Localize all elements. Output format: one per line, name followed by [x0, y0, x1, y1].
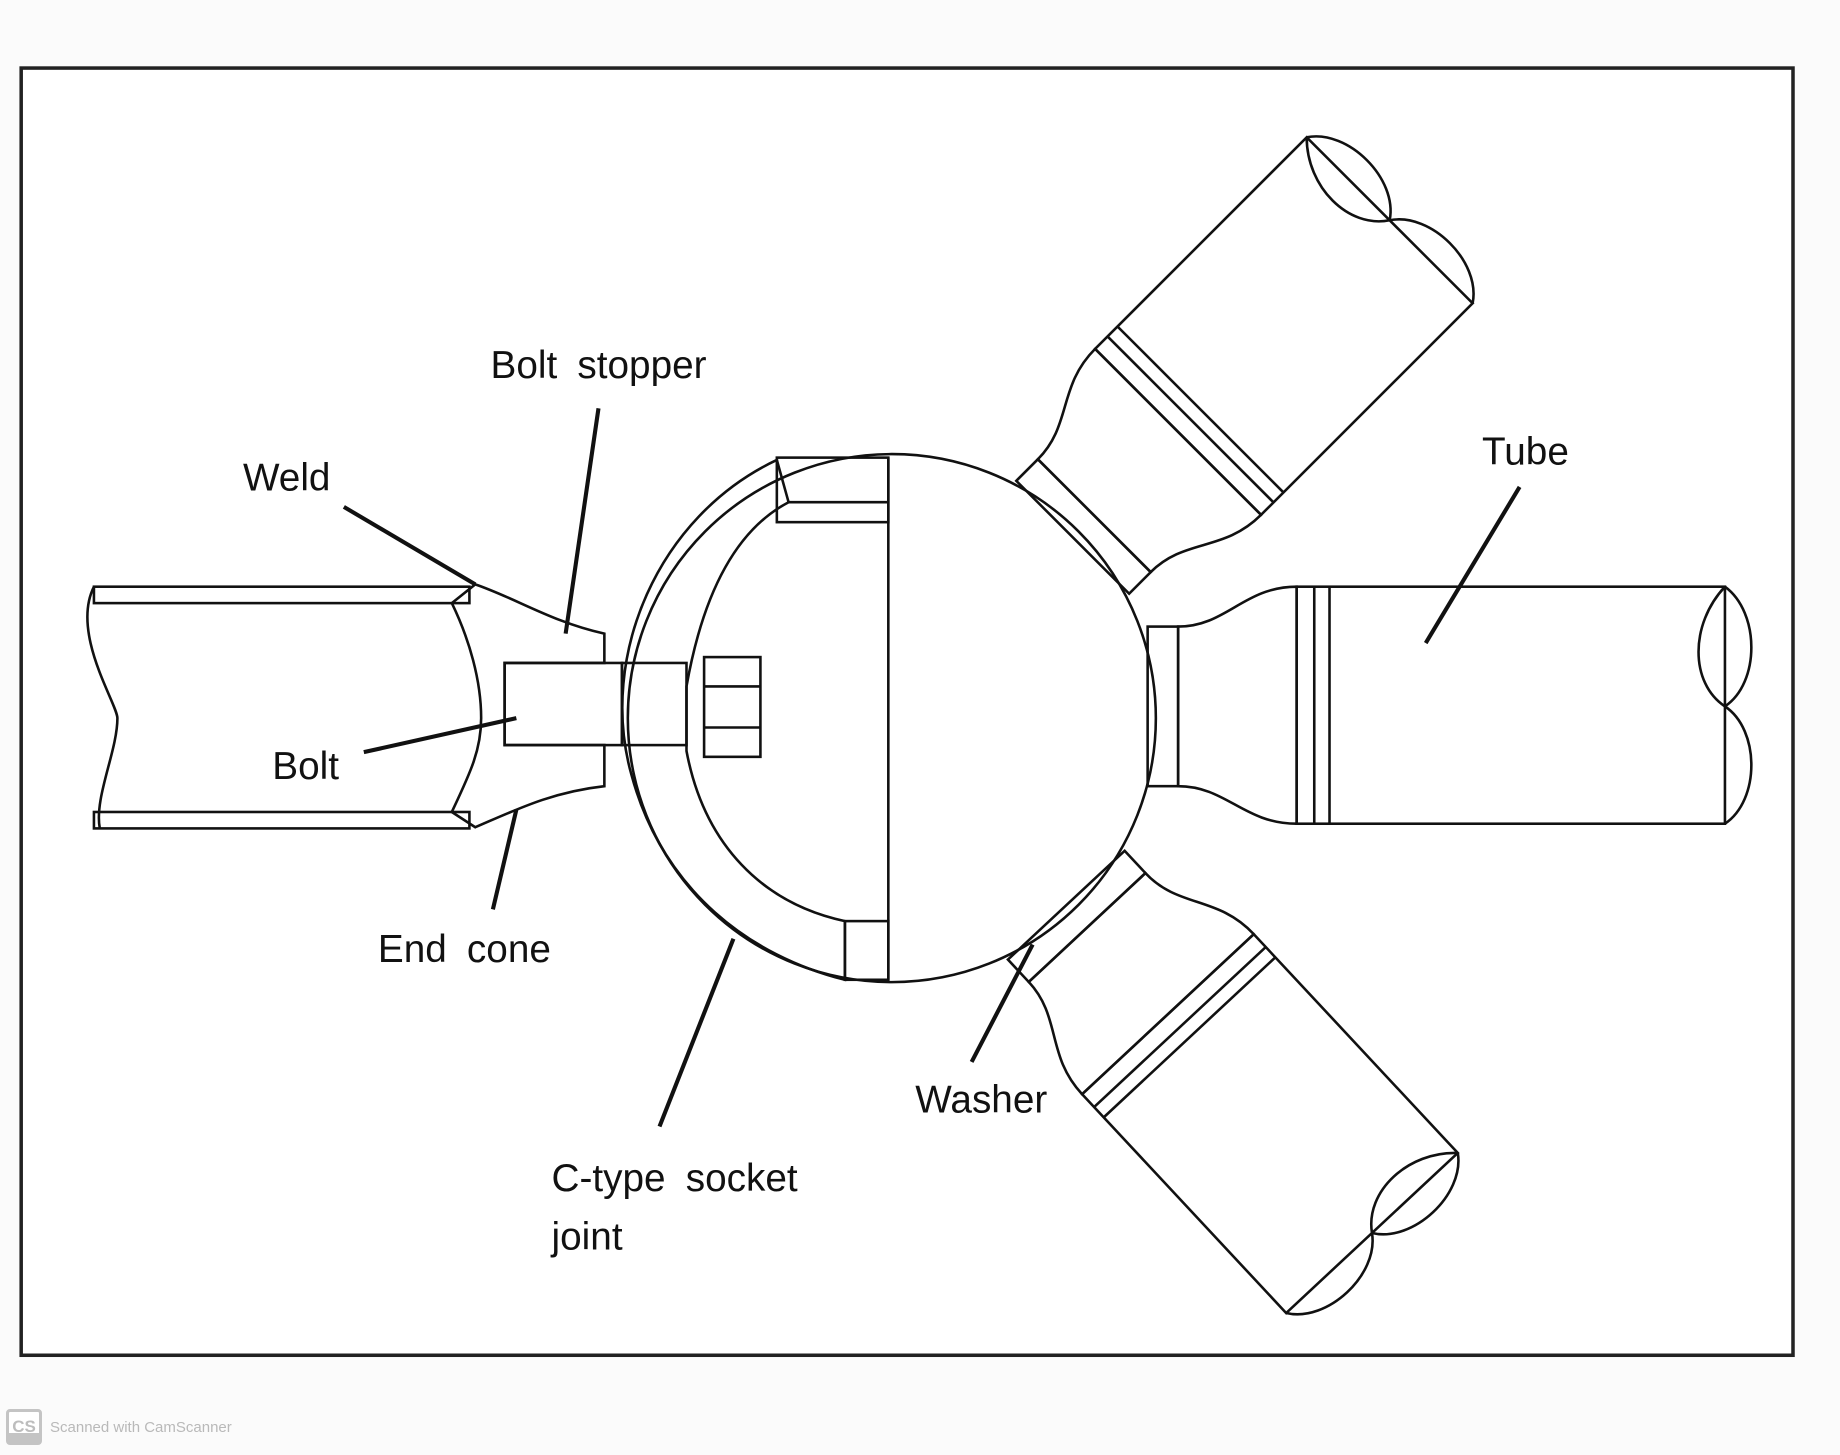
- nut: [702, 655, 762, 759]
- leader-c-type: [657, 937, 736, 1128]
- leader-bolt: [363, 716, 517, 755]
- camscanner-logo-icon: CS: [6, 1409, 42, 1445]
- leader-washer: [969, 943, 1035, 1063]
- leader-end-cone: [490, 809, 519, 910]
- leader-bolt-stopper: [563, 408, 601, 634]
- diagram-frame: [19, 66, 1795, 1358]
- label-bolt: Bolt: [272, 745, 339, 788]
- c-type-socket: [621, 458, 847, 982]
- label-end-cone: End cone: [378, 928, 551, 971]
- label-joint: joint: [551, 1216, 623, 1259]
- label-tube: Tube: [1482, 431, 1569, 474]
- leader-weld: [342, 505, 477, 587]
- label-bolt-stopper: Bolt stopper: [491, 344, 707, 387]
- leader-tube: [1423, 485, 1522, 645]
- label-weld: Weld: [243, 456, 331, 499]
- camscanner-watermark: CS Scanned with CamScanner: [6, 1409, 232, 1445]
- ball-node: [626, 452, 1158, 984]
- left-tube: [86, 585, 471, 830]
- label-c-type-socket: C-type socket: [552, 1157, 798, 1200]
- watermark-text: Scanned with CamScanner: [50, 1418, 232, 1436]
- right-tube: [1146, 585, 1753, 826]
- label-washer: Washer: [915, 1078, 1047, 1121]
- end-cone: [450, 582, 606, 829]
